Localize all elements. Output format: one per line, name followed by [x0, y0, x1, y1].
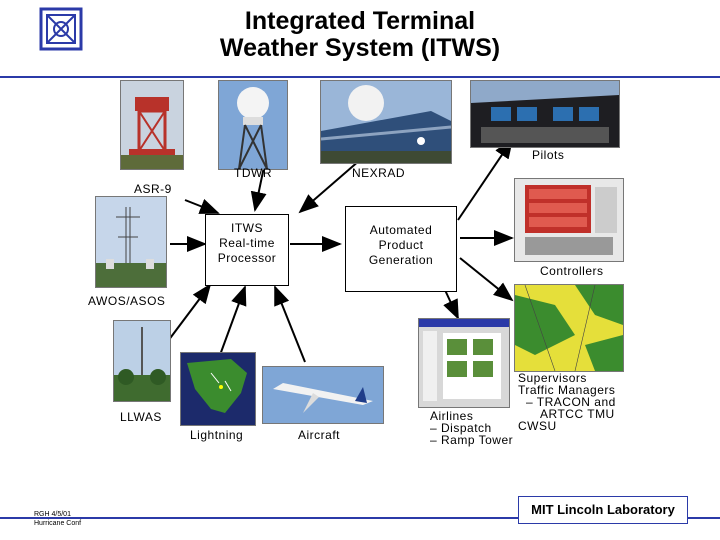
nexrad-radar-image [320, 80, 452, 164]
tdwr-label: TDWR [234, 166, 272, 180]
supervisors-map-image [514, 284, 624, 372]
llwas-image [113, 320, 171, 402]
supervisors-label: Supervisors Traffic Managers – TRACON an… [518, 371, 616, 433]
footer-organization: MIT Lincoln Laboratory [518, 496, 688, 524]
airlines-label: Airlines – Dispatch – Ramp Tower [430, 409, 514, 447]
footer-rule [0, 517, 720, 519]
aircraft-image [262, 366, 384, 424]
tdwr-radar-image [218, 80, 288, 170]
airlines-display-image [418, 318, 510, 408]
llwas-label: LLWAS [120, 410, 162, 424]
header-rule [0, 76, 720, 78]
pilots-label: Pilots [532, 148, 565, 162]
lightning-map-image [180, 352, 256, 426]
controllers-display-image [514, 178, 624, 262]
product-generation-box: Automated Product Generation [345, 206, 457, 292]
asr9-label: ASR-9 [134, 182, 172, 196]
lightning-label: Lightning [190, 428, 244, 442]
asr9-radar-image [120, 80, 184, 170]
page-title: Integrated Terminal Weather System (ITWS… [219, 7, 501, 62]
controllers-label: Controllers [540, 264, 604, 278]
itws-processor-box: ITWS Real-time Processor [205, 214, 289, 286]
footer-reference: RGH 4/5/01 Hurricane Conf [34, 511, 82, 527]
awos-asos-label: AWOS/ASOS [88, 294, 166, 308]
awos-asos-image [95, 196, 167, 288]
mit-ll-logo [38, 6, 84, 52]
nexrad-label: NEXRAD [352, 166, 406, 180]
aircraft-label: Aircraft [298, 428, 341, 442]
cockpit-image [470, 80, 620, 148]
